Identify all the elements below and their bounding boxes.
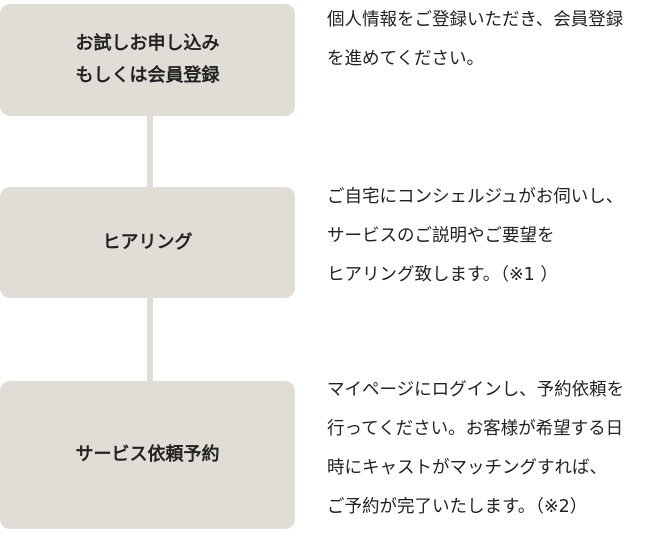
description-line: マイページにログインし、予約依頼を xyxy=(327,380,625,400)
step-description: ご自宅にコンシェルジュがお伺いし、 サービスのご説明やご要望を ヒアリング致しま… xyxy=(327,178,672,295)
description-line: ヒアリング致します。（※1 ） xyxy=(327,265,558,285)
step-title-line: お試しお申し込み xyxy=(75,33,220,54)
description-line: ご自宅にコンシェルジュがお伺いし、 xyxy=(327,187,624,207)
connector-line xyxy=(147,296,153,384)
description-line: 個人情報をご登録いただき、会員登録 xyxy=(327,10,624,30)
description-line: サービスのご説明やご要望を xyxy=(327,226,555,246)
step-box-service-booking: サービス依頼予約 xyxy=(0,381,295,529)
step-description: 個人情報をご登録いただき、会員登録 を進めてください。 xyxy=(327,1,672,79)
step-title-line: ヒアリング xyxy=(102,231,193,253)
description-line: を進めてください。 xyxy=(327,49,484,69)
description-line: 時にキャストがマッチングすれば、 xyxy=(327,458,607,478)
description-line: 行ってください。お客様が希望する日 xyxy=(327,419,624,439)
step-box-hearing: ヒアリング xyxy=(0,187,295,298)
step-description: マイページにログインし、予約依頼を 行ってください。お客様が希望する日 時にキャ… xyxy=(327,371,672,527)
step-title-line: サービス依頼予約 xyxy=(75,444,220,465)
step-box-registration: お試しお申し込みもしくは会員登録 xyxy=(0,4,295,116)
description-line: ご予約が完了いたします。（※2） xyxy=(327,497,588,517)
connector-line xyxy=(147,114,153,190)
step-title-line: もしくは会員登録 xyxy=(75,65,220,86)
